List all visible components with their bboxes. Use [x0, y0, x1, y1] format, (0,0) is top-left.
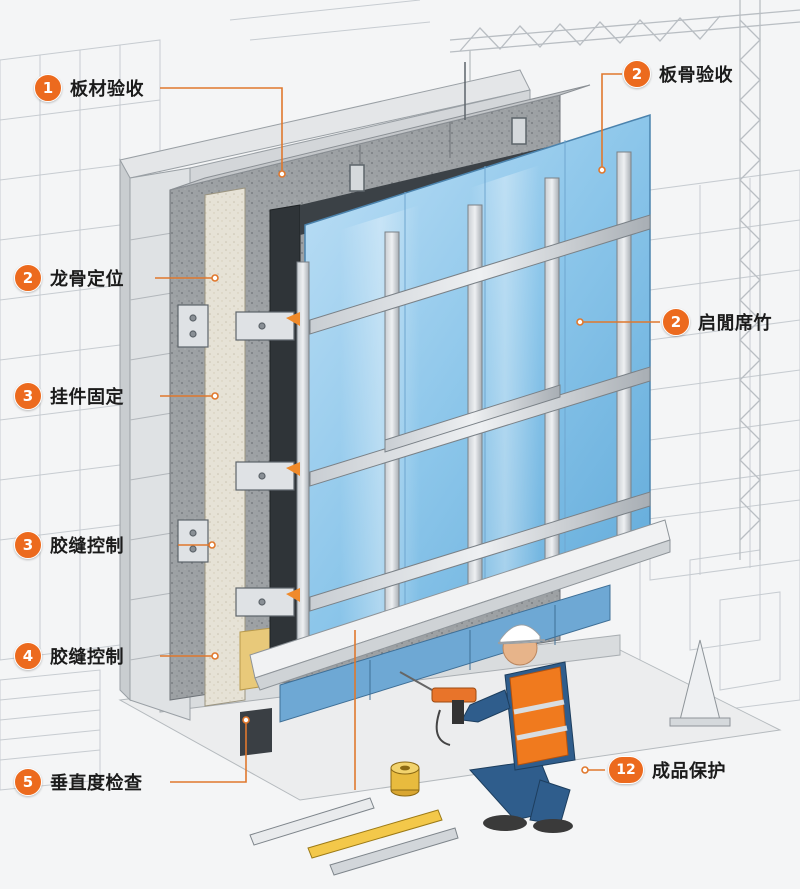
callout-verticality-check: 5 垂直度检查: [14, 768, 143, 796]
callout-label: 胶缝控制: [50, 536, 124, 557]
brackets: [177, 304, 295, 617]
callout-label: 龙骨定位: [50, 269, 124, 290]
callout-keel-acceptance: 2 板骨验收: [623, 60, 733, 88]
base-block: [240, 708, 272, 756]
callout-label: 板骨验收: [659, 65, 733, 86]
callout-joint-control-a: 3 胶缝控制: [14, 531, 124, 559]
step-number-badge: 3: [14, 531, 42, 559]
callout-label: 胶缝控制: [50, 647, 124, 668]
tools: [249, 761, 459, 876]
callout-joint-control-b: 4 胶缝控制: [14, 642, 124, 670]
step-number-badge: 4: [14, 642, 42, 670]
step-number-badge: 2: [623, 60, 651, 88]
step-number-badge: 2: [14, 264, 42, 292]
callout-product-protection: 12 成品保护: [608, 756, 726, 784]
worker-figure: [399, 624, 576, 833]
step-number-badge: 1: [34, 74, 62, 102]
callout-label: 成品保护: [652, 761, 726, 782]
callout-keel-positioning: 2 龙骨定位: [14, 264, 124, 292]
callout-label: 启閒席竹: [698, 313, 772, 334]
step-number-badge: 2: [662, 308, 690, 336]
step-number-badge: 3: [14, 382, 42, 410]
anchor-bolts: [349, 62, 527, 192]
callout-panel-acceptance: 1 板材验收: [34, 74, 144, 102]
callout-label: 板材验收: [70, 79, 144, 100]
step-number-badge: 12: [608, 756, 644, 784]
callout-label: 挂件固定: [50, 387, 124, 408]
lower-glass: [279, 584, 611, 723]
leader-lines: [155, 73, 660, 790]
callout-right-middle: 2 启閒席竹: [662, 308, 772, 336]
step-number-badge: 5: [14, 768, 42, 796]
orange-shims: [286, 312, 300, 602]
traffic-cone: [669, 639, 731, 727]
callout-label: 垂直度检查: [50, 773, 143, 794]
callout-hanger-fixing: 3 挂件固定: [14, 382, 124, 410]
